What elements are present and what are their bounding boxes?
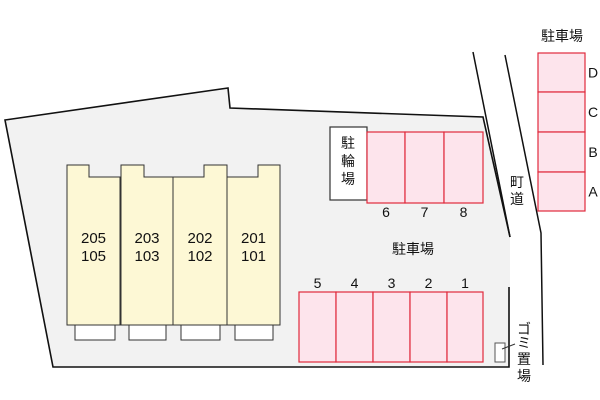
parking-space	[404, 131, 445, 204]
road-label-2: 道	[510, 192, 524, 208]
parking-space-number: 7	[421, 204, 429, 220]
parking-space-number: 2	[425, 275, 433, 291]
balcony	[234, 324, 274, 341]
parking-space	[298, 291, 337, 363]
unit-number-lower: 102	[187, 248, 212, 265]
offsite-parking-space	[537, 131, 586, 173]
unit-number-upper: 203	[134, 230, 159, 247]
road-label-1: 町	[510, 175, 524, 191]
road-edge-right	[504, 54, 544, 366]
parking-space-number: 3	[388, 275, 396, 291]
offsite-parking-letter: B	[588, 144, 597, 160]
parking-space	[335, 291, 374, 363]
apartment-unit	[172, 164, 228, 326]
apartment-unit	[66, 164, 121, 326]
offsite-parking-letter: C	[588, 104, 598, 120]
lot-boundary	[4, 87, 511, 368]
apartment-unit	[226, 164, 281, 326]
bike-parking-label-2: 輪	[341, 153, 355, 170]
unit-number-upper: 202	[187, 230, 212, 247]
garbage-label-3: 置	[517, 352, 531, 368]
offsite-parking-letter: A	[588, 184, 598, 200]
parking-space	[409, 291, 448, 363]
unit-number-lower: 101	[241, 248, 266, 265]
balcony	[180, 324, 221, 341]
parking-space	[443, 131, 484, 204]
offsite-parking-space	[537, 52, 586, 93]
unit-number-lower: 105	[81, 248, 106, 265]
garbage-label-4: 場	[517, 369, 531, 385]
parking-space	[366, 131, 406, 204]
bike-parking-label-3: 場	[341, 172, 355, 188]
offsite-parking-letter: D	[588, 65, 598, 81]
bike-parking	[329, 126, 368, 201]
bike-parking-label-1: 駐	[341, 136, 355, 152]
parking-space-number: 4	[351, 275, 359, 291]
parking-space-number: 8	[460, 204, 468, 220]
garbage-label-2: ミ	[517, 336, 531, 352]
parking-space-number: 1	[461, 275, 469, 291]
offsite-parking-title: 駐車場	[541, 28, 583, 45]
parking-main-label: 駐車場	[392, 241, 434, 258]
balcony	[74, 324, 116, 341]
offsite-parking-space	[537, 171, 586, 212]
parking-space	[372, 291, 411, 363]
parking-space-number: 5	[314, 275, 322, 291]
parking-space	[446, 291, 484, 363]
parking-space-number: 6	[382, 204, 390, 220]
balcony	[128, 324, 167, 341]
unit-number-upper: 205	[81, 230, 106, 247]
unit-number-upper: 201	[241, 230, 266, 247]
unit-number-lower: 103	[134, 248, 159, 265]
garbage-leader-line	[501, 343, 516, 350]
road-edge-left	[472, 51, 511, 238]
offsite-parking-space	[537, 91, 586, 133]
garbage-label-1: ゴ	[517, 321, 531, 338]
garbage-area	[494, 342, 506, 363]
